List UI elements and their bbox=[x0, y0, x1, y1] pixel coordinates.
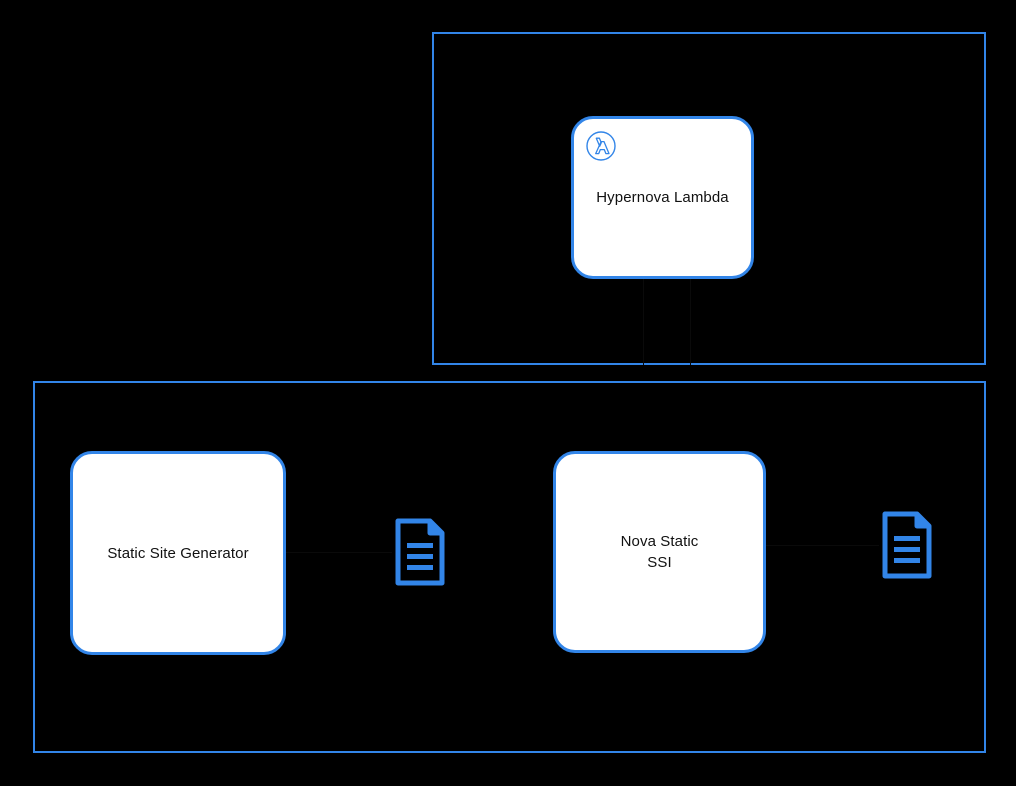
connector-nova-static-ssi-to-document bbox=[766, 545, 879, 546]
connector-lambda-to-lower-group-b bbox=[690, 279, 691, 365]
document-icon[interactable] bbox=[392, 517, 448, 587]
lower-group-container[interactable] bbox=[33, 381, 986, 753]
node-nova-static-ssi[interactable]: Nova Static SSI bbox=[553, 451, 766, 653]
aws-lambda-icon bbox=[585, 130, 617, 162]
node-label: Static Site Generator bbox=[107, 544, 249, 562]
connector-lambda-to-lower-group-a bbox=[643, 279, 644, 365]
upper-group-container[interactable] bbox=[432, 32, 986, 365]
document-icon[interactable] bbox=[879, 510, 935, 580]
node-label: Hypernova Lambda bbox=[596, 189, 729, 206]
node-static-site-generator[interactable]: Static Site Generator bbox=[70, 451, 286, 655]
connector-static-site-generator-to-document bbox=[286, 552, 392, 553]
node-hypernova-lambda[interactable]: Hypernova Lambda bbox=[571, 116, 754, 279]
node-label: Nova Static SSI bbox=[620, 533, 699, 571]
